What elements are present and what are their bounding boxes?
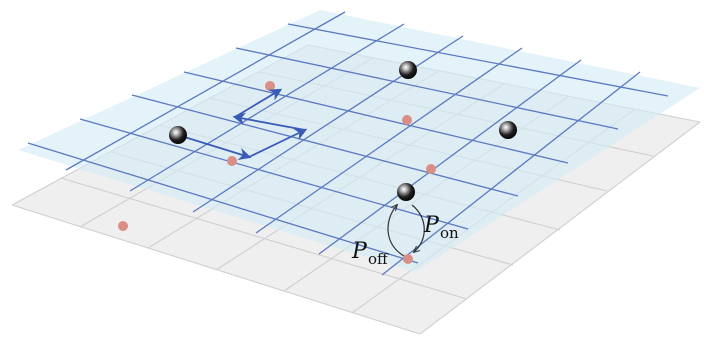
hopping-arrows <box>177 88 308 161</box>
p-off-main: P <box>351 239 368 264</box>
p-on-label: P on <box>423 213 459 242</box>
adatom <box>399 61 417 79</box>
p-off-arrow <box>387 205 405 257</box>
substrate-sites <box>118 81 436 264</box>
substrate-site <box>426 164 436 174</box>
hop-arrow <box>248 128 308 158</box>
p-on-arrow <box>411 204 425 252</box>
hop-arrow <box>177 134 252 161</box>
p-on-sub: on <box>440 224 459 242</box>
substrate-site <box>118 221 128 231</box>
adlayer-grid <box>27 11 669 276</box>
transition-arrows <box>387 204 425 257</box>
substrate-site <box>403 254 413 264</box>
adatoms <box>169 61 517 201</box>
hop-arrow <box>232 112 306 131</box>
hop-arrow <box>234 88 283 118</box>
substrate-site <box>402 115 412 125</box>
substrate-site <box>227 156 237 166</box>
adatom <box>499 121 517 139</box>
p-off-label: P off <box>351 239 389 268</box>
adatom <box>397 183 415 201</box>
adlayer-plane <box>18 10 700 276</box>
substrate-site <box>265 81 275 91</box>
adatom <box>169 126 187 144</box>
p-off-sub: off <box>368 250 389 268</box>
p-on-main: P <box>423 213 440 238</box>
